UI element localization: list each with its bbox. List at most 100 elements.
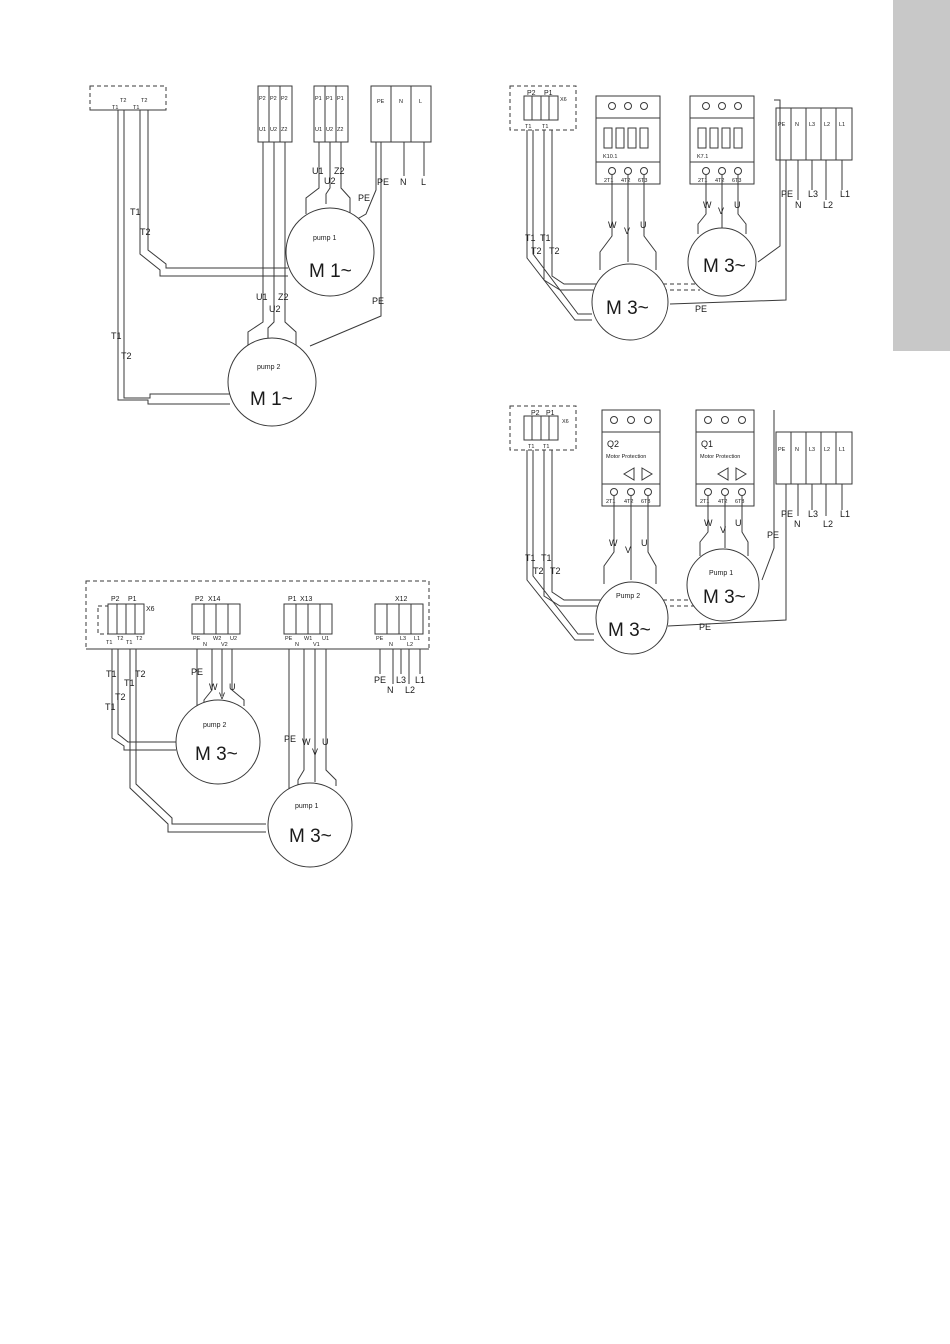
d1-term-top-2: T2 xyxy=(141,98,147,104)
d2-supply-pe: PE xyxy=(374,675,386,685)
d3-p2: P2 xyxy=(527,90,536,97)
d3-k7-label: K7.1 xyxy=(697,154,708,160)
d3-k10-pin2: 4T2 xyxy=(621,178,630,184)
d2-x13-v1: V1 xyxy=(313,642,320,648)
d4-pump1-motor: M 3~ xyxy=(703,587,746,608)
d1-p2-c: P2 xyxy=(281,96,288,102)
d2-x13: X13 xyxy=(300,596,313,603)
d4-q2-pin1: 2T1 xyxy=(606,499,615,505)
d2-pump1-label: pump 1 xyxy=(295,803,318,810)
d3-k7-pin3: 6T3 xyxy=(732,178,741,184)
d1-p2-u2-label: U2 xyxy=(269,304,281,314)
d1-sup-n: N xyxy=(399,99,403,105)
d2-p1: P1 xyxy=(128,596,137,603)
d2-x14-w2: W2 xyxy=(213,636,221,642)
d2-supply-l2: L2 xyxy=(405,685,415,695)
d4-controller-outline xyxy=(509,405,577,451)
d2-x14-n: N xyxy=(203,642,207,648)
d4-pump2-motor: M 3~ xyxy=(608,620,651,641)
d3-t1-a: T1 xyxy=(525,233,536,243)
d1-term-top-1: T2 xyxy=(120,98,126,104)
d2-x14-p2: P2 xyxy=(195,596,204,603)
d1-t1-a: T1 xyxy=(130,207,141,217)
d1-p1-a: P1 xyxy=(315,96,322,102)
d1-p1-b: P1 xyxy=(326,96,333,102)
d2-pump1-v: V xyxy=(312,747,318,757)
d2-x12-l2: L2 xyxy=(407,642,413,648)
d3-controller-outline xyxy=(509,85,577,131)
d2-pump2-label: pump 2 xyxy=(203,722,226,729)
d3-u-b: U xyxy=(734,200,741,210)
d3-pump1-motor-circle xyxy=(687,227,757,297)
motor-protection-q1: Q1 Motor Protection 2T1 4T2 6T3 xyxy=(695,409,755,507)
d4-t1-pin: T1 xyxy=(528,444,534,450)
d4-supply-strip xyxy=(775,431,853,485)
d1-p1-u2: U2 xyxy=(326,127,333,133)
d3-sup-pe: PE xyxy=(778,122,786,128)
d4-x6: X6 xyxy=(562,419,569,425)
d3-v-b: V xyxy=(718,206,724,216)
d3-pump2-motor-circle xyxy=(591,263,669,341)
d4-l2: L2 xyxy=(823,519,833,529)
d1-p2-z2: Z2 xyxy=(281,127,287,133)
d3-v-a: V xyxy=(624,226,630,236)
d3-k10-label: K10.1 xyxy=(603,154,617,160)
d3-u-a: U xyxy=(640,220,647,230)
d3-l3: L3 xyxy=(808,189,818,199)
diagram-three-phase-controller: P2 P1 X6 T1 T2 T1 T2 P2 X14 PE W2 U2 N V… xyxy=(85,580,430,868)
d2-pump1-pe: PE xyxy=(284,734,296,744)
d4-t1-a: T1 xyxy=(525,553,536,563)
d4-q1-mp: Motor Protection xyxy=(700,454,740,460)
d1-n-label: N xyxy=(400,177,407,187)
d2-p2: P2 xyxy=(111,596,120,603)
d1-p2-u1: U1 xyxy=(259,127,266,133)
d4-t1-b: T1 xyxy=(541,553,552,563)
d4-l1: L1 xyxy=(840,509,850,519)
d3-t1-pin: T1 xyxy=(525,124,531,130)
d2-x13-p1: P1 xyxy=(288,596,297,603)
d1-pump1-motor: M 1~ xyxy=(309,261,352,282)
d4-q2-mp: Motor Protection xyxy=(606,454,646,460)
d4-pump2-label: Pump 2 xyxy=(616,593,640,600)
d3-sup-l1: L1 xyxy=(839,122,845,128)
d4-w-b: W xyxy=(704,518,713,528)
d2-pump1-u: U xyxy=(322,737,329,747)
controller-block-outline xyxy=(89,85,167,111)
contactor-k10-1: K10.1 2T1 4T2 6T3 xyxy=(595,95,661,185)
d1-p1-u2-label: U2 xyxy=(324,176,336,186)
diagram-three-phase-contactors: P2 P1 X6 T1 T1 K10.1 2T1 4T2 6T3 K7.1 2T… xyxy=(509,85,853,341)
d4-sup-l2: L2 xyxy=(824,447,830,453)
d3-w-b: W xyxy=(703,200,712,210)
pump2-motor-circle xyxy=(227,337,317,427)
d2-pump1-w: W xyxy=(302,737,311,747)
d4-pump1-label: Pump 1 xyxy=(709,570,733,577)
d1-t2-a: T2 xyxy=(140,227,151,237)
d1-p1-c: P1 xyxy=(337,96,344,102)
d3-t2-a: T2 xyxy=(531,246,542,256)
d1-pump1-label: pump 1 xyxy=(313,235,336,242)
supply-terminal-strip xyxy=(370,85,432,143)
d2-pump1-motor: M 3~ xyxy=(289,826,332,847)
d2-x6-pin2: T2 xyxy=(117,636,123,642)
d3-k10-pin1: 2T1 xyxy=(604,178,613,184)
d2-x13-u1: U1 xyxy=(322,636,329,642)
d1-p2-z2-label: Z2 xyxy=(278,292,289,302)
d1-p2-b: P2 xyxy=(270,96,277,102)
d4-t1-pin-b: T1 xyxy=(543,444,549,450)
d2-x13-w1: W1 xyxy=(304,636,312,642)
d2-supply-l1: L1 xyxy=(415,675,425,685)
d2-t2-b: T2 xyxy=(115,692,126,702)
d3-l2: L2 xyxy=(823,200,833,210)
d3-w-a: W xyxy=(608,220,617,230)
d4-sup-l3: L3 xyxy=(809,447,815,453)
d2-supply-l3: L3 xyxy=(396,675,406,685)
motor-protection-q2: Q2 Motor Protection 2T1 4T2 6T3 xyxy=(601,409,661,507)
d4-p1: P1 xyxy=(546,410,555,417)
d2-pump2-pe: PE xyxy=(191,667,203,677)
d1-p2-u2: U2 xyxy=(270,127,277,133)
d4-u-a: U xyxy=(641,538,648,548)
d2-pump2-u: U xyxy=(229,682,236,692)
contactor-k7-1: K7.1 2T1 4T2 6T3 xyxy=(689,95,755,185)
d1-pump2-motor: M 1~ xyxy=(250,389,293,410)
d3-pe-a: PE xyxy=(781,189,793,199)
